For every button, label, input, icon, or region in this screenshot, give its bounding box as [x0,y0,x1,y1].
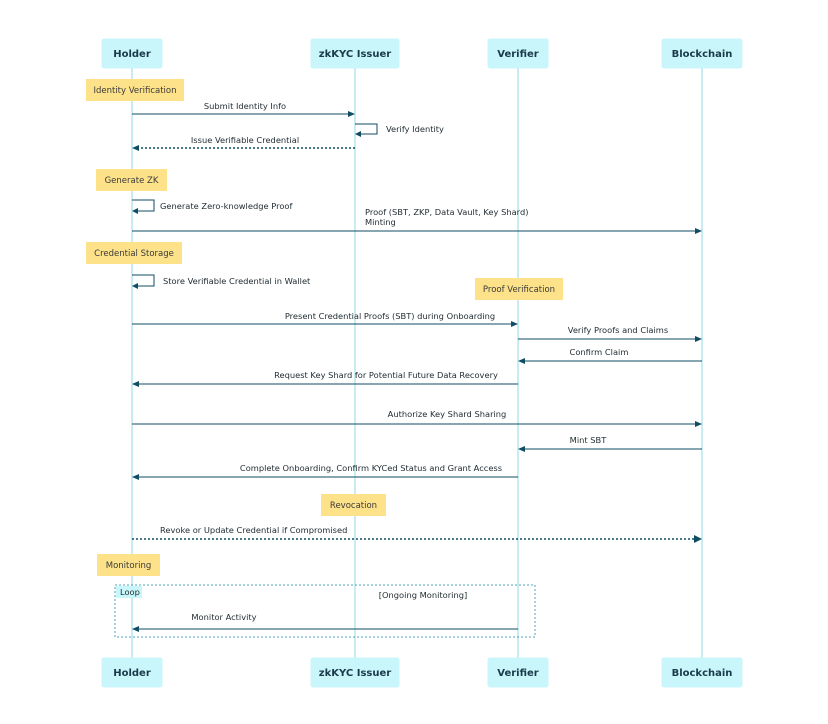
svg-text:Authorize Key Shard Sharing: Authorize Key Shard Sharing [388,409,507,419]
svg-text:Generate ZK: Generate ZK [105,176,159,186]
note-revocation: Revocation [321,494,386,516]
svg-text:Blockchain: Blockchain [672,668,733,679]
arrow-head-icon [132,381,139,387]
svg-text:zkKYC Issuer: zkKYC Issuer [319,49,391,60]
svg-text:Proof (SBT, ZKP, Data Vault, K: Proof (SBT, ZKP, Data Vault, Key Shard) [365,207,528,217]
svg-text:Blockchain: Blockchain [672,49,733,60]
svg-text:Issue Verifiable Credential: Issue Verifiable Credential [191,135,299,145]
svg-text:zkKYC Issuer: zkKYC Issuer [319,668,391,679]
loop-frame: Loop [Ongoing Monitoring] [114,584,536,638]
message-generate-proof: Generate Zero-knowledge Proof [132,199,293,214]
message-verify-identity: Verify Identity [355,123,444,137]
arrow-head-icon [132,145,139,151]
message-proof-minting: Proof (SBT, ZKP, Data Vault, Key Shard) … [132,207,702,234]
svg-text:Request Key Shard for Potentia: Request Key Shard for Potential Future D… [274,370,498,380]
svg-text:Verify Proofs and Claims: Verify Proofs and Claims [568,325,668,335]
arrow-head-icon [518,446,525,452]
arrow-head-icon [695,228,702,234]
message-complete-onboarding: Complete Onboarding, Confirm KYCed Statu… [132,463,518,480]
arrow-head-icon [348,111,355,117]
actor-verifier-top: Verifier [487,38,549,69]
svg-text:Monitor Activity: Monitor Activity [191,612,256,622]
svg-text:Proof Verification: Proof Verification [483,285,555,295]
arrow-head-icon [355,131,361,137]
svg-text:Monitoring: Monitoring [106,561,151,571]
svg-text:Revoke or Update Credential if: Revoke or Update Credential if Compromis… [160,525,347,535]
message-mint-sbt: Mint SBT [518,435,702,452]
svg-text:Revocation: Revocation [330,501,377,511]
svg-text:Submit Identity Info: Submit Identity Info [204,101,286,111]
arrow-head-icon [132,474,139,480]
arrow-head-icon [695,421,702,427]
svg-text:Present Credential Proofs (SBT: Present Credential Proofs (SBT) during O… [285,311,495,321]
actor-issuer-bottom: zkKYC Issuer [310,657,400,688]
actor-issuer-top: zkKYC Issuer [310,38,400,69]
svg-text:Minting: Minting [365,217,396,227]
svg-text:Confirm Claim: Confirm Claim [570,347,629,357]
arrow-head-icon [132,626,139,632]
svg-text:Identity Verification: Identity Verification [93,86,176,96]
svg-text:Complete Onboarding, Confirm K: Complete Onboarding, Confirm KYCed Statu… [240,463,502,473]
arrow-head-icon [132,208,138,214]
message-issue-credential: Issue Verifiable Credential [132,135,355,151]
note-monitoring: Monitoring [97,554,160,576]
arrow-head-icon [694,535,702,543]
svg-text:Holder: Holder [113,49,151,60]
arrow-head-icon [518,358,525,364]
note-generate-zk: Generate ZK [96,169,167,191]
message-monitor-activity: Monitor Activity [132,612,518,632]
arrow-head-icon [695,336,702,342]
arrow-head-icon [132,283,138,289]
loop-tag-label: Loop [120,587,140,597]
actor-verifier-bottom: Verifier [487,657,549,688]
actor-holder-bottom: Holder [101,657,163,688]
note-credential-storage: Credential Storage [86,242,182,264]
svg-text:Verifier: Verifier [497,49,539,60]
svg-text:Store Verifiable Credential in: Store Verifiable Credential in Wallet [163,276,311,286]
actor-blockchain-bottom: Blockchain [661,657,743,688]
svg-text:Credential Storage: Credential Storage [94,249,174,259]
note-identity-verification: Identity Verification [86,79,184,101]
arrow-head-icon [511,321,518,327]
message-submit-identity: Submit Identity Info [132,101,355,117]
message-confirm-claim: Confirm Claim [518,347,702,364]
message-verify-proofs: Verify Proofs and Claims [518,325,702,342]
svg-text:Verify Identity: Verify Identity [386,124,444,134]
svg-text:Mint SBT: Mint SBT [570,435,608,445]
svg-text:Verifier: Verifier [497,668,539,679]
message-present-proofs: Present Credential Proofs (SBT) during O… [132,311,518,327]
loop-condition: [Ongoing Monitoring] [379,590,467,600]
message-authorize-key-shard: Authorize Key Shard Sharing [132,409,702,427]
svg-text:Generate Zero-knowledge Proof: Generate Zero-knowledge Proof [160,201,293,211]
actor-holder-top: Holder [101,38,163,69]
svg-text:Holder: Holder [113,668,151,679]
message-revoke-update: Revoke or Update Credential if Compromis… [132,525,702,543]
message-request-key-shard: Request Key Shard for Potential Future D… [132,370,518,387]
message-store-credential: Store Verifiable Credential in Wallet [132,274,311,289]
note-proof-verification: Proof Verification [475,278,563,300]
actor-blockchain-top: Blockchain [661,38,743,69]
